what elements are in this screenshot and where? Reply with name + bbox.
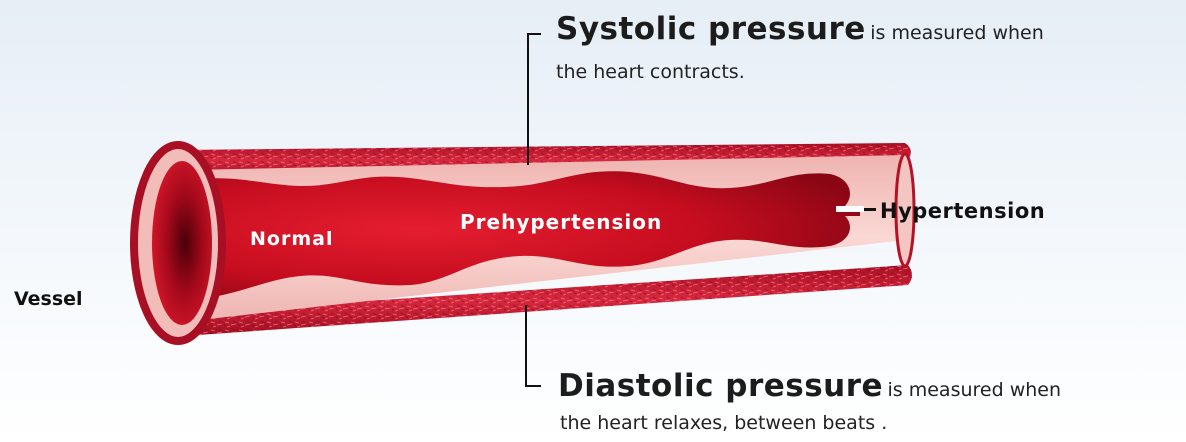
hypertension-label: Hypertension bbox=[880, 199, 1045, 223]
diastolic-bracket-horizontal bbox=[525, 385, 541, 387]
systolic-desc-line1: is measured when bbox=[870, 22, 1044, 44]
vessel-label: Vessel bbox=[14, 288, 83, 310]
systolic-bracket-horizontal bbox=[527, 33, 541, 35]
vessel-opening bbox=[134, 145, 222, 341]
diastolic-note: Diastolic pressure is measured when bbox=[558, 371, 1061, 402]
systolic-bracket-vertical bbox=[527, 33, 529, 165]
diastolic-title: Diastolic pressure bbox=[558, 368, 883, 404]
normal-label: Normal bbox=[250, 228, 333, 250]
diastolic-bracket-vertical bbox=[525, 305, 527, 387]
prehypertension-label: Prehypertension bbox=[460, 210, 662, 234]
diastolic-desc-line2: the heart relaxes, between beats . bbox=[560, 414, 887, 433]
systolic-desc-line2: the heart contracts. bbox=[556, 63, 745, 82]
systolic-note: Systolic pressure is measured when bbox=[556, 14, 1044, 45]
systolic-title: Systolic pressure bbox=[556, 11, 866, 47]
diastolic-desc-line1: is measured when bbox=[888, 379, 1062, 401]
